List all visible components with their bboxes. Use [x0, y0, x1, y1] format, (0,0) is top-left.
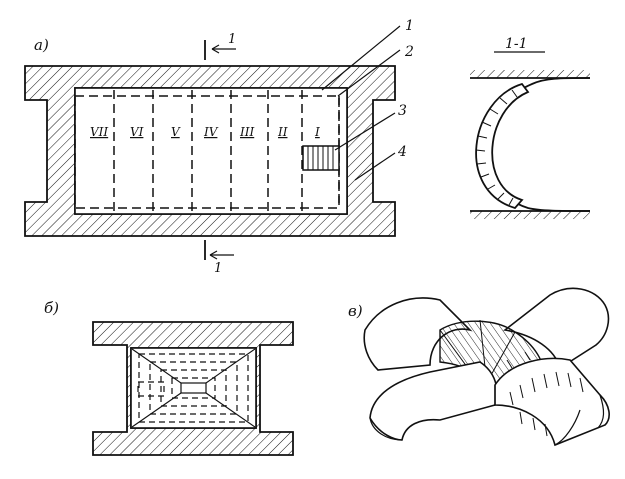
zone-label-7: VII — [90, 125, 108, 139]
lining-ring — [475, 82, 530, 210]
figure-a-plan: VII VI V IV III II I а) 1 1 1 2 — [24, 18, 414, 276]
lining-dashed — [74, 95, 340, 209]
svg-text:1: 1 — [228, 32, 236, 47]
callout-4: 4 — [397, 144, 407, 160]
figure-c-label: в) — [348, 302, 363, 320]
zone-label-5: V — [171, 125, 181, 139]
svg-text:1: 1 — [214, 261, 222, 276]
section-mark-top: 1 — [204, 32, 236, 60]
section-mark-bottom: 1 — [204, 240, 234, 276]
zone-label-1: I — [314, 125, 320, 139]
section-1-1: 1-1 — [470, 36, 591, 219]
zone-label-2: II — [277, 125, 288, 139]
figure-b-plan: б) — [44, 299, 294, 456]
figure-c-iso: в) — [348, 287, 610, 447]
zone-label-6: VI — [130, 125, 144, 139]
callout-2: 2 — [404, 44, 414, 60]
figure-a-label: а) — [34, 36, 49, 54]
zone-label-3: III — [239, 125, 254, 139]
callout-leaders — [321, 25, 401, 181]
zone-dividers — [113, 90, 303, 212]
callout-3: 3 — [398, 103, 407, 119]
arm-front-left — [369, 361, 498, 441]
section-label: 1-1 — [505, 36, 528, 52]
figure-b-label: б) — [44, 299, 59, 317]
callout-1: 1 — [405, 18, 414, 34]
zone-label-4: IV — [203, 125, 219, 139]
arm-back-right — [503, 287, 610, 370]
